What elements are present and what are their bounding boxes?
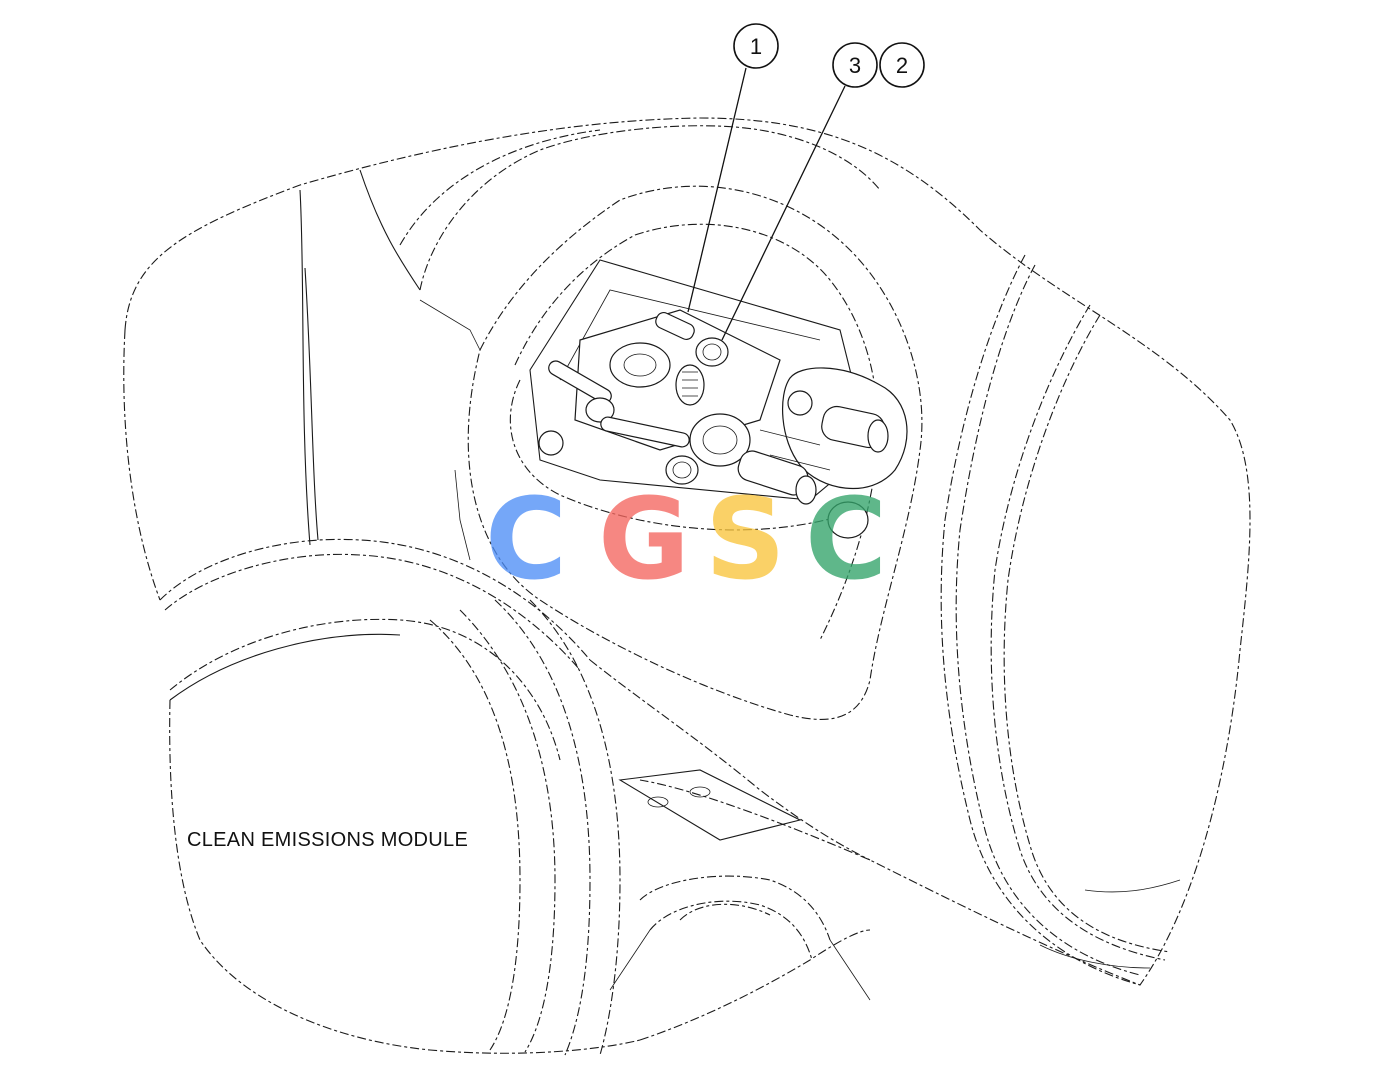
module-label: CLEAN EMISSIONS MODULE	[187, 829, 468, 851]
sensor-assembly	[538, 309, 908, 539]
leader-1	[687, 67, 747, 313]
callout-1-label: 1	[750, 34, 762, 59]
watermark-letter-4: C	[805, 475, 887, 605]
watermark-letter-2: G	[598, 475, 690, 605]
callout-2: 2	[879, 42, 925, 88]
callout-3-label: 3	[849, 53, 861, 78]
leader-3	[721, 85, 846, 341]
callout-2-label: 2	[896, 53, 908, 78]
right-shell	[940, 254, 1181, 986]
callout-leaders	[687, 67, 846, 341]
callout-3: 3	[832, 42, 878, 88]
lower-housing	[159, 538, 871, 1056]
callout-1: 1	[733, 23, 779, 69]
watermark-letter-1: C	[485, 475, 567, 605]
watermark-letter-3: S	[705, 475, 786, 605]
outer-housing	[123, 117, 1251, 986]
watermark: C G S C	[485, 475, 887, 605]
